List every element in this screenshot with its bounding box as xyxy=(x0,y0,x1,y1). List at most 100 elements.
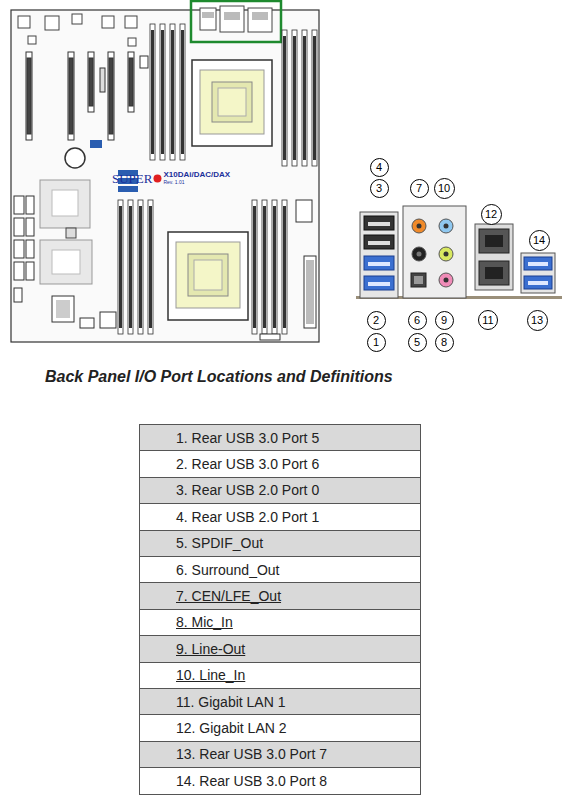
table-cell: 4. Rear USB 2.0 Port 1 xyxy=(139,503,421,530)
io-connector xyxy=(248,8,272,32)
io-highlight xyxy=(191,1,281,42)
callout-circle: 12 xyxy=(481,204,502,225)
component xyxy=(125,16,137,28)
callout-number: 6 xyxy=(414,315,420,326)
component xyxy=(100,312,116,328)
cpu-socket xyxy=(218,88,246,116)
callout-circle: 5 xyxy=(408,333,427,352)
callout-circle: 8 xyxy=(435,333,454,352)
callout-circle: 7 xyxy=(410,179,429,198)
component xyxy=(18,16,30,28)
callout-number: 10 xyxy=(438,183,450,194)
cpu-socket xyxy=(194,260,222,290)
table-cell: 1. Rear USB 3.0 Port 5 xyxy=(139,424,421,451)
logo-dot xyxy=(153,175,161,183)
audio-jack xyxy=(439,247,453,261)
usb2-port xyxy=(364,235,394,249)
callout-circle: 3 xyxy=(370,179,389,198)
component xyxy=(66,228,76,238)
io-connector xyxy=(202,12,214,18)
cpu-socket xyxy=(212,82,252,122)
brand-logo: SUPER xyxy=(112,172,152,185)
power-connector xyxy=(306,260,314,324)
heatsink xyxy=(52,190,78,216)
usb3-port xyxy=(528,262,548,266)
component xyxy=(90,140,102,148)
callout-circle: 9 xyxy=(435,311,454,330)
usb3-port xyxy=(528,281,548,285)
lan-port xyxy=(485,235,503,247)
usb3-port xyxy=(368,262,390,266)
cpu-socket xyxy=(200,70,264,134)
io-connector xyxy=(252,12,268,20)
audio-jack xyxy=(444,278,449,283)
callout-circle: 14 xyxy=(529,230,550,251)
io-connector xyxy=(220,6,244,32)
audio-jack xyxy=(412,219,426,233)
lan-port xyxy=(485,267,503,279)
motherboard-outline xyxy=(11,10,319,342)
callout-number: 12 xyxy=(485,209,497,220)
component xyxy=(52,296,74,322)
component xyxy=(72,14,82,24)
heatsink xyxy=(40,180,90,228)
callout-circle: 13 xyxy=(527,310,548,331)
table-cell: 6. Surround_Out xyxy=(139,556,421,583)
callout-number: 7 xyxy=(416,183,422,194)
audio-jack xyxy=(417,224,422,229)
cpu-socket xyxy=(168,232,248,320)
usb3-port xyxy=(368,282,390,286)
board-revision: Rev. 1.01 xyxy=(163,180,184,185)
io-connector xyxy=(224,12,240,20)
component xyxy=(102,16,114,28)
callout-circle: 11 xyxy=(478,310,498,330)
callout-number: 3 xyxy=(376,183,382,194)
audio-block xyxy=(403,206,466,298)
component xyxy=(80,318,94,328)
callout-number: 9 xyxy=(441,315,447,326)
usb3-port xyxy=(524,276,552,289)
table-cell: 10. Line_In xyxy=(139,662,421,689)
spdif-port xyxy=(414,276,423,284)
table-cell: 12. Gigabit LAN 2 xyxy=(139,714,421,741)
component xyxy=(28,36,36,44)
lan-port xyxy=(479,229,509,253)
callout-number: 14 xyxy=(533,235,545,246)
pcie-slots xyxy=(26,52,148,140)
audio-jack xyxy=(412,247,426,261)
table-cell: 7. CEN/LFE_Out xyxy=(139,582,421,609)
callout-circle: 1 xyxy=(367,333,386,352)
title: Back Panel I/O Port Locations and Defini… xyxy=(45,368,393,386)
audio-jack xyxy=(444,224,449,229)
usb3-port xyxy=(364,276,394,290)
table-cell: 3. Rear USB 2.0 Port 0 xyxy=(139,477,421,504)
component xyxy=(128,38,136,46)
component xyxy=(118,186,138,192)
cpu-socket xyxy=(176,242,240,308)
lan-stack xyxy=(475,224,513,290)
table-cell: 5. SPDIF_Out xyxy=(139,530,421,557)
callout-number: 11 xyxy=(482,315,493,326)
callout-number: 13 xyxy=(531,315,543,326)
usb3-port xyxy=(524,257,552,270)
callout-circle: 10 xyxy=(434,178,455,199)
table-cell: 13. Rear USB 3.0 Port 7 xyxy=(139,741,421,768)
audio-jack xyxy=(439,273,453,287)
callout-circle: 4 xyxy=(370,158,389,177)
usb2-port xyxy=(364,216,394,230)
callout-circle: 2 xyxy=(367,311,386,330)
heatsink xyxy=(40,240,92,284)
io-connector xyxy=(200,8,216,30)
table-cell: 8. Mic_In xyxy=(139,609,421,636)
battery xyxy=(65,148,85,168)
cpu-socket xyxy=(188,254,228,296)
usb2-port xyxy=(368,241,390,245)
usb-stack xyxy=(521,253,555,293)
callout-number: 1 xyxy=(373,337,379,348)
callout-circle: 6 xyxy=(408,311,427,330)
audio-jack xyxy=(444,252,449,257)
cpu-socket xyxy=(192,60,272,146)
table-cell: 9. Line-Out xyxy=(139,635,421,662)
component xyxy=(56,300,70,318)
callout-number: 4 xyxy=(376,162,382,173)
